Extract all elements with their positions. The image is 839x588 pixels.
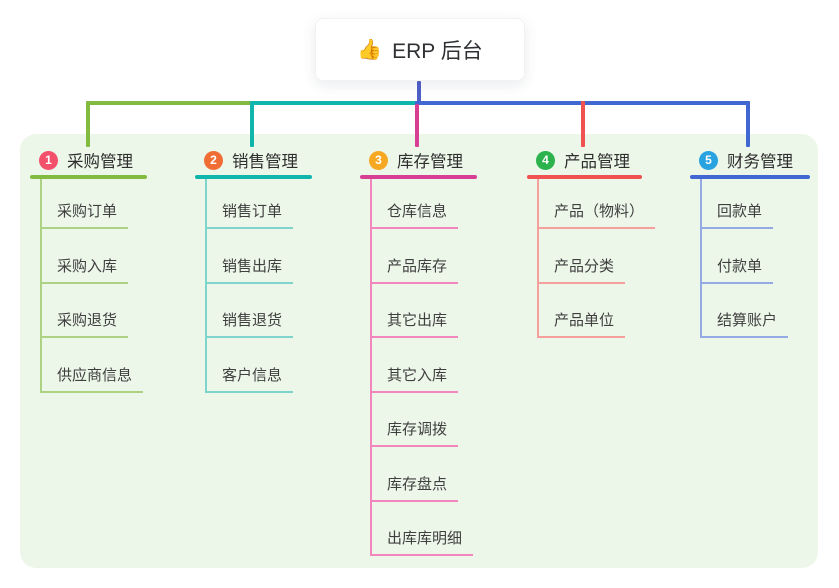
mindmap-panel	[20, 134, 818, 568]
connector-branch3-drop	[415, 104, 419, 147]
connector-branch2-horizontal	[250, 101, 419, 105]
connector-branch4-drop	[581, 101, 585, 147]
child-node: 产品分类	[537, 229, 642, 284]
connector-root-line	[417, 81, 421, 103]
child-label: 付款单	[702, 255, 774, 284]
branch-title-row: 3 库存管理	[360, 148, 477, 172]
child-node: 供应商信息	[40, 338, 147, 393]
branch-number-badge: 5	[699, 150, 718, 170]
child-label: 结算账户	[702, 309, 789, 338]
child-label: 销售出库	[207, 255, 294, 284]
child-label: 采购退货	[42, 309, 129, 338]
child-node: 其它入库	[370, 338, 477, 393]
child-node: 产品单位	[537, 283, 642, 338]
branch-children: 销售订单 销售出库 销售退货 客户信息	[205, 179, 312, 393]
branch-title-row: 2 销售管理	[195, 148, 312, 172]
child-node: 销售退货	[205, 283, 312, 338]
child-label: 供应商信息	[42, 364, 144, 393]
connector-branch2-drop	[250, 101, 254, 147]
branch-title-row: 5 财务管理	[690, 148, 810, 172]
child-label: 出库库明细	[372, 527, 474, 556]
connector-branch1-horizontal	[86, 101, 254, 105]
child-node: 仓库信息	[370, 179, 477, 229]
branch-underline	[690, 175, 810, 179]
branch-underline	[360, 175, 477, 179]
child-node: 付款单	[700, 229, 810, 284]
branch-title: 产品管理	[564, 153, 630, 171]
branch-children: 回款单 付款单 结算账户	[700, 179, 810, 338]
child-node: 客户信息	[205, 338, 312, 393]
branch-title: 采购管理	[67, 153, 133, 171]
child-node: 结算账户	[700, 283, 810, 338]
child-node: 出库库明细	[370, 501, 477, 556]
child-node: 销售订单	[205, 179, 312, 229]
connector-branch5-drop	[746, 101, 750, 147]
child-label: 仓库信息	[372, 200, 459, 229]
child-label: 产品（物料）	[539, 200, 656, 229]
child-label: 客户信息	[207, 364, 294, 393]
child-node: 库存调拨	[370, 392, 477, 447]
child-label: 采购入库	[42, 255, 129, 284]
branch-children: 仓库信息 产品库存 其它出库 其它入库 库存调拨 库存盘点 出库库明细	[370, 179, 477, 556]
child-label: 销售订单	[207, 200, 294, 229]
child-node: 采购退货	[40, 283, 147, 338]
child-node: 销售出库	[205, 229, 312, 284]
child-label: 销售退货	[207, 309, 294, 338]
child-label: 产品单位	[539, 309, 626, 338]
branch-title-row: 1 采购管理	[30, 148, 147, 172]
branch-number-badge: 2	[204, 150, 223, 170]
child-label: 采购订单	[42, 200, 129, 229]
child-label: 其它出库	[372, 309, 459, 338]
child-node: 回款单	[700, 179, 810, 229]
child-node: 产品（物料）	[537, 179, 656, 229]
child-label: 其它入库	[372, 364, 459, 393]
child-label: 产品分类	[539, 255, 626, 284]
child-node: 产品库存	[370, 229, 477, 284]
child-label: 库存盘点	[372, 473, 459, 502]
child-node: 其它出库	[370, 283, 477, 338]
branch-underline	[527, 175, 642, 179]
thumbs-up-icon: 👍	[357, 39, 383, 61]
branch-title-row: 4 产品管理	[527, 148, 642, 172]
child-label: 产品库存	[372, 255, 459, 284]
branch-title: 财务管理	[727, 153, 793, 171]
root-title: ERP 后台	[392, 39, 483, 63]
branch-underline	[30, 175, 147, 179]
child-node: 采购订单	[40, 179, 147, 229]
branch-children: 采购订单 采购入库 采购退货 供应商信息	[40, 179, 147, 393]
branch-title: 销售管理	[232, 153, 298, 171]
branch-inventory: 3 库存管理 仓库信息 产品库存 其它出库 其它入库 库存调拨 库存盘点 出库库…	[360, 148, 477, 556]
child-node: 库存盘点	[370, 447, 477, 502]
root-node: 👍 ERP 后台	[315, 18, 525, 81]
branch-children: 产品（物料） 产品分类 产品单位	[537, 179, 656, 338]
branch-finance: 5 财务管理 回款单 付款单 结算账户	[690, 148, 810, 338]
connector-branch1-drop	[86, 101, 90, 147]
branch-title: 库存管理	[397, 153, 463, 171]
branch-product: 4 产品管理 产品（物料） 产品分类 产品单位	[527, 148, 656, 338]
branch-number-badge: 4	[536, 150, 555, 170]
branch-sales: 2 销售管理 销售订单 销售出库 销售退货 客户信息	[195, 148, 312, 393]
child-label: 回款单	[702, 200, 774, 229]
branch-number-badge: 3	[369, 150, 388, 170]
child-label: 库存调拨	[372, 418, 459, 447]
branch-purchase: 1 采购管理 采购订单 采购入库 采购退货 供应商信息	[30, 148, 147, 393]
branch-underline	[195, 175, 312, 179]
child-node: 采购入库	[40, 229, 147, 284]
branch-number-badge: 1	[39, 150, 58, 170]
